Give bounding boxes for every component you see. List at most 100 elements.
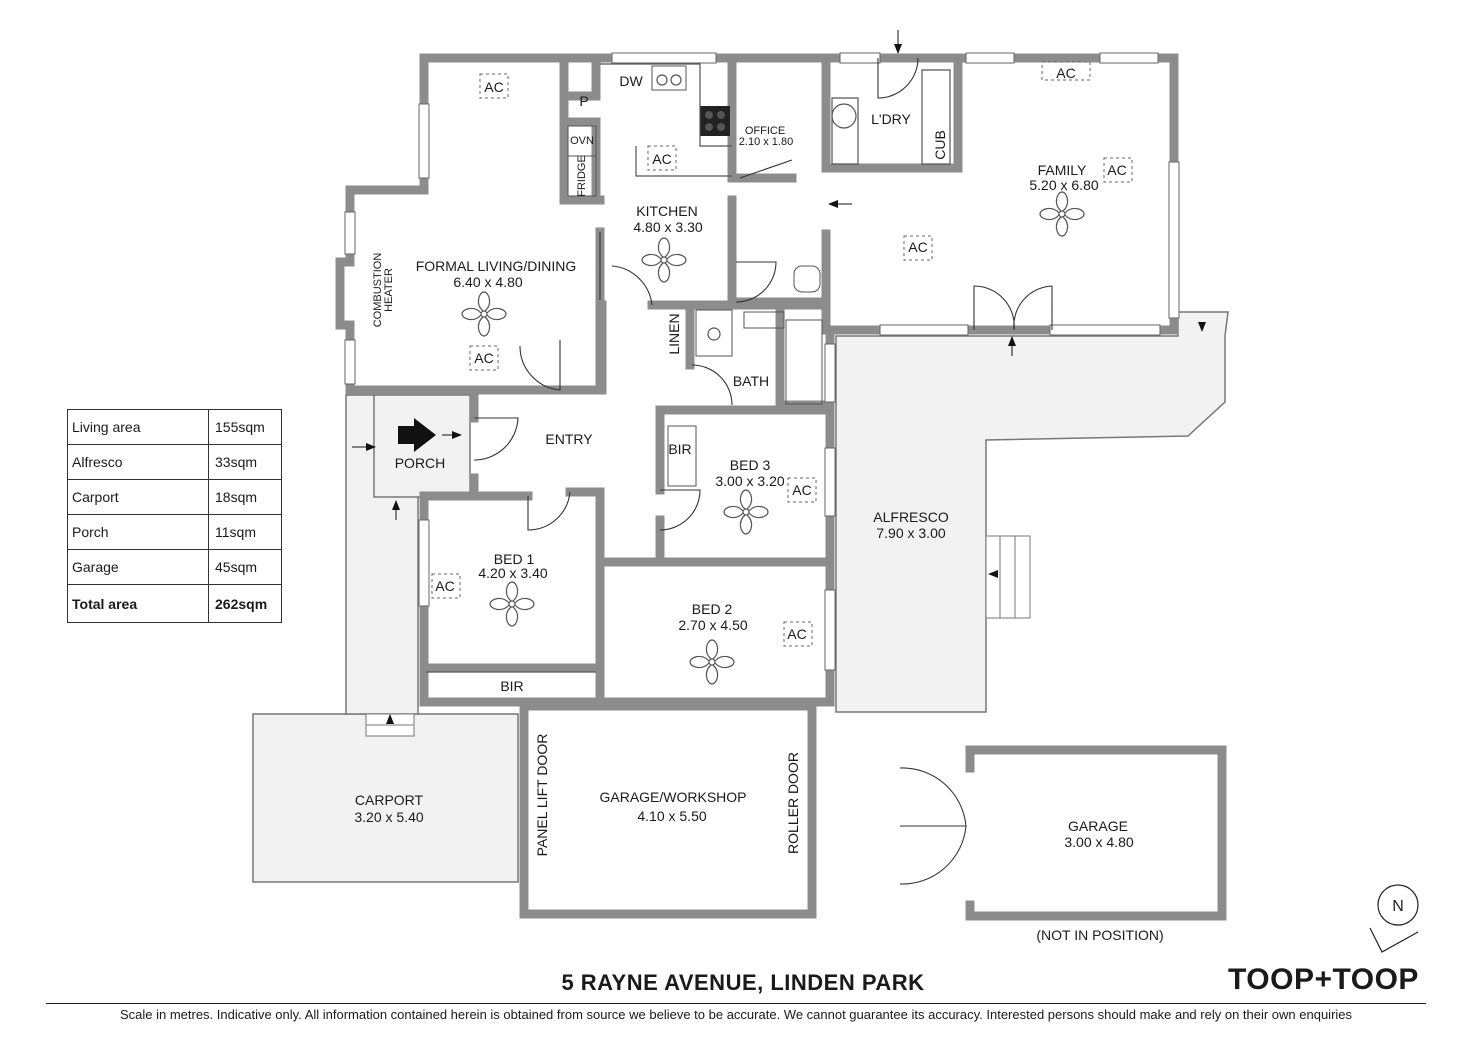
ceiling-fan-icon	[489, 581, 535, 627]
fridge-label: FRIDGE	[576, 155, 588, 197]
north-compass: N	[1369, 884, 1419, 953]
property-address: 5 RAYNE AVENUE, LINDEN PARK	[561, 970, 925, 995]
room-name-entry: ENTRY	[545, 431, 593, 447]
area-label: Carport	[67, 479, 209, 515]
room-labels: FORMAL LIVING/DINING 6.40 x 4.80 KITCHEN…	[354, 111, 1133, 850]
arrow-icon	[988, 570, 998, 578]
combustion-heater-label-2: HEATER	[383, 268, 395, 312]
ac-units: AC AC AC AC AC AC AC AC AC	[431, 61, 1133, 647]
room-name-bath: BATH	[733, 373, 769, 389]
room-dims-carport: 3.20 x 5.40	[354, 809, 423, 825]
roller-door-label: ROLLER DOOR	[785, 752, 801, 854]
bir-label-bed1: BIR	[500, 678, 523, 694]
brand-logo: TOOP+TOOP	[1228, 963, 1419, 996]
carport-area	[252, 713, 519, 883]
doors	[473, 57, 1053, 885]
room-name-family: FAMILY	[1038, 162, 1087, 178]
pantry-label: P	[579, 93, 588, 109]
room-dims-alfresco: 7.90 x 3.00	[876, 525, 945, 541]
room-dims-family: 5.20 x 6.80	[1029, 177, 1098, 193]
table-row: Carport 18sqm	[67, 479, 282, 515]
ceiling-fan-icon	[461, 291, 507, 337]
area-value: 155sqm	[208, 409, 282, 445]
arrow-icon	[392, 500, 400, 510]
room-name-porch: PORCH	[395, 455, 446, 471]
room-dims-bed2: 2.70 x 4.50	[678, 617, 747, 633]
room-name-garage: GARAGE	[1068, 818, 1128, 834]
area-value: 33sqm	[208, 444, 282, 480]
area-value: 45sqm	[208, 549, 282, 585]
divider	[46, 1003, 1426, 1004]
area-label: Garage	[67, 549, 209, 585]
table-row-total: Total area 262sqm	[67, 584, 282, 623]
windows	[344, 52, 1180, 671]
oven-label: OVN	[570, 135, 594, 147]
room-name-bed3: BED 3	[730, 457, 771, 473]
room-name-garage-workshop: GARAGE/WORKSHOP	[599, 789, 746, 805]
ac-label: AC	[787, 626, 806, 642]
area-table: Living area 155sqm Alfresco 33sqm Carpor…	[67, 409, 282, 623]
entry-arrows	[352, 30, 1206, 724]
ac-label: AC	[1056, 65, 1075, 81]
arrow-icon	[1198, 322, 1206, 332]
room-dims-garage: 3.00 x 4.80	[1064, 834, 1133, 850]
arrow-icon	[366, 443, 376, 451]
porch-landing	[373, 394, 471, 498]
arrow-icon	[894, 44, 902, 54]
outdoor-areas	[252, 311, 1229, 883]
area-label: Living area	[67, 409, 209, 445]
room-name-bed1: BED 1	[494, 551, 535, 567]
room-name-alfresco: ALFRESCO	[873, 509, 949, 525]
area-value: 262sqm	[208, 584, 282, 623]
room-dims-formal-living: 6.40 x 4.80	[453, 274, 522, 290]
room-dims-office: 2.10 x 1.80	[739, 136, 793, 148]
room-name-office: OFFICE	[745, 125, 785, 137]
room-dims-kitchen: 4.80 x 3.30	[633, 219, 702, 235]
main-entry-arrow-icon	[398, 418, 436, 452]
arrow-icon	[828, 200, 838, 208]
area-label: Alfresco	[67, 444, 209, 480]
room-name-kitchen: KITCHEN	[636, 203, 697, 219]
room-dims-bed1: 4.20 x 3.40	[478, 565, 547, 581]
area-label: Porch	[67, 514, 209, 550]
panel-lift-door-label: PANEL LIFT DOOR	[534, 734, 550, 857]
room-dims-garage-workshop: 4.10 x 5.50	[637, 808, 706, 824]
fixture-labels: DW P OVN FRIDGE CUB COMBUSTION HEATER BI…	[372, 73, 948, 856]
ac-label: AC	[908, 239, 927, 255]
ac-label: AC	[1107, 162, 1126, 178]
compass-north-label: N	[1392, 898, 1404, 915]
arrow-icon	[386, 714, 394, 724]
cupboard-label: CUB	[932, 130, 948, 160]
table-row: Living area 155sqm	[67, 409, 282, 445]
ac-label: AC	[792, 482, 811, 498]
bir-label-bed3: BIR	[668, 441, 691, 457]
ac-label: AC	[435, 578, 454, 594]
room-name-bed2: BED 2	[692, 601, 733, 617]
ac-label: AC	[474, 350, 493, 366]
room-name-formal-living: FORMAL LIVING/DINING	[416, 258, 577, 274]
table-row: Porch 11sqm	[67, 514, 282, 550]
arrow-icon	[1008, 336, 1016, 346]
ceiling-fan-icon	[723, 489, 769, 535]
ac-label: AC	[652, 151, 671, 167]
table-row: Garage 45sqm	[67, 549, 282, 585]
ceiling-fan-icon	[1039, 191, 1085, 237]
room-name-laundry: L'DRY	[871, 111, 911, 127]
not-in-position-note: (NOT IN POSITION)	[1036, 927, 1164, 943]
area-value: 18sqm	[208, 479, 282, 515]
arrow-icon	[452, 431, 462, 439]
ceiling-fan-icon	[641, 237, 687, 283]
table-row: Alfresco 33sqm	[67, 444, 282, 480]
disclaimer-text: Scale in metres. Indicative only. All in…	[119, 1007, 1353, 1022]
ac-label: AC	[484, 79, 503, 95]
fixtures	[426, 63, 951, 673]
ceiling-fan-icon	[689, 639, 735, 685]
room-name-carport: CARPORT	[355, 792, 424, 808]
room-dims-bed3: 3.00 x 3.20	[715, 473, 784, 489]
combustion-heater-label-1: COMBUSTION	[372, 253, 384, 328]
area-label: Total area	[67, 584, 209, 623]
area-value: 11sqm	[208, 514, 282, 550]
compass-icon	[1377, 884, 1419, 926]
room-name-linen: LINEN	[666, 313, 682, 354]
